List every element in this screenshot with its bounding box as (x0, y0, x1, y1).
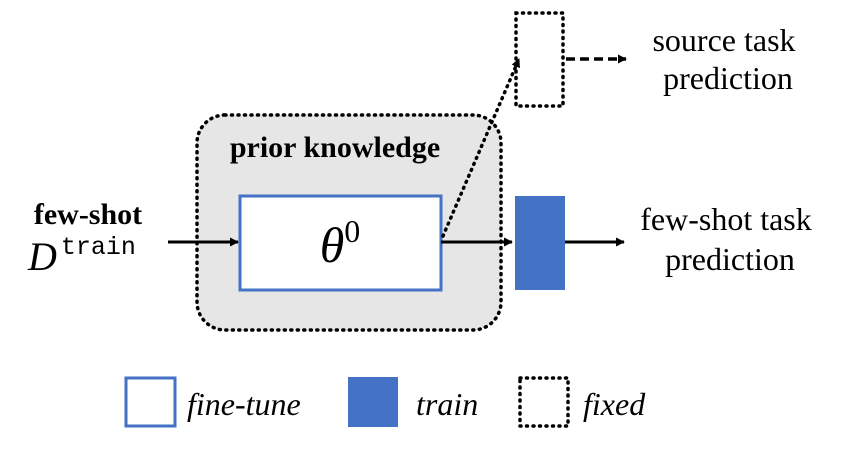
source-head-box (514, 11, 565, 108)
fewshot-head-box (515, 196, 565, 290)
input-label: few-shot (34, 198, 142, 231)
theta-symbol: θ (320, 217, 345, 273)
fewshot-prediction-line2: prediction (665, 241, 795, 277)
dataset-train-superscript: train (61, 233, 136, 262)
source-prediction-line1: source task (652, 22, 795, 58)
legend-fixed-label: fixed (583, 386, 646, 422)
fewshot-prediction-line1: few-shot task (640, 201, 812, 237)
source-prediction-line2: prediction (663, 60, 793, 96)
theta-zero-label: θ0 (320, 213, 361, 273)
source-head-dotted-arrow (441, 57, 521, 238)
fewshot-prediction-label: few-shot task prediction (640, 201, 820, 277)
prior-knowledge-label: prior knowledge (230, 131, 440, 164)
legend-finetune-label: fine-tune (187, 386, 301, 422)
dataset-d: D (27, 234, 57, 279)
legend-finetune-swatch (124, 376, 177, 428)
source-prediction-label: source task prediction (652, 22, 803, 96)
legend: fine-tune train fixed (124, 376, 646, 428)
legend-fixed-swatch (518, 376, 570, 428)
legend-train-label: train (416, 386, 478, 422)
theta-zero-box (238, 194, 443, 292)
legend-train-swatch (348, 377, 398, 427)
theta-superscript: 0 (344, 213, 360, 249)
